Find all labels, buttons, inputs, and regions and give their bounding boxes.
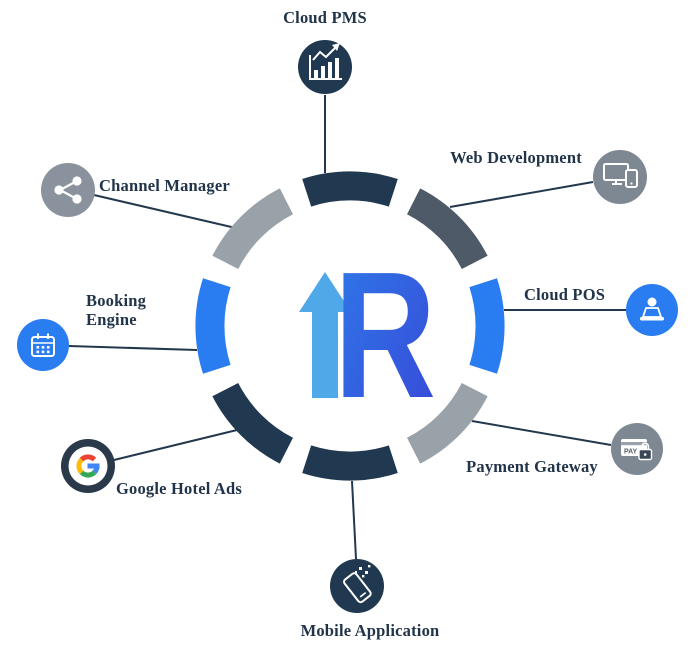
node-cloud-pos: [626, 284, 678, 336]
ring-segment-top-right: [406, 188, 488, 270]
label-cloud-pms: Cloud PMS: [283, 8, 367, 27]
logo-letter: R: [334, 235, 436, 436]
node-google-hotel-ads: [61, 439, 115, 493]
bar-chart-icon: [309, 43, 342, 80]
node-mobile-application: [330, 559, 384, 613]
connector-web-development: [449, 181, 594, 208]
connector-channel-manager: [93, 194, 241, 230]
booking-engine-circle: [17, 319, 69, 371]
ring-segment-bottom: [302, 445, 398, 481]
connector-booking-engine: [68, 345, 198, 351]
center-logo: R: [261, 235, 439, 436]
label-cloud-pos: Cloud POS: [524, 285, 606, 304]
share-icon: [54, 176, 82, 204]
label-google-hotel-ads: Google Hotel Ads: [116, 479, 243, 498]
node-web-development: [593, 150, 647, 204]
payment-card-icon: PAY: [621, 439, 653, 461]
web-development-circle: [593, 150, 647, 204]
mobile-phone-icon: [343, 565, 372, 604]
ring-segment-top: [302, 171, 398, 207]
ring-segment-bottom-right: [406, 382, 488, 464]
ring-segment-right: [469, 278, 505, 374]
node-booking-engine: [17, 319, 69, 371]
devices-icon: [603, 163, 638, 188]
label-mobile-application: Mobile Application: [300, 621, 440, 640]
label-channel-manager: Channel Manager: [99, 176, 230, 195]
label-booking-engine: Booking Engine: [86, 291, 147, 329]
ring-segment-left: [195, 278, 231, 374]
node-payment-gateway: PAY: [611, 423, 663, 475]
node-cloud-pms: [298, 40, 352, 94]
center-circle: [261, 238, 439, 416]
ring: [195, 171, 505, 481]
connector-lines: [68, 95, 626, 560]
node-channel-manager: [41, 163, 95, 217]
calendar-icon: [31, 333, 55, 357]
logo-up-arrow-icon: [299, 272, 351, 398]
connector-payment-gateway: [471, 420, 612, 446]
ring-segment-bottom-left: [212, 382, 294, 464]
label-payment-gateway: Payment Gateway: [466, 457, 598, 476]
pos-agent-icon: [640, 297, 664, 321]
connector-mobile-application: [351, 480, 357, 560]
channel-manager-circle: [41, 163, 95, 217]
google-g-icon: [76, 454, 100, 478]
ring-segment-top-left: [212, 188, 294, 270]
connector-google-hotel-ads: [113, 429, 238, 461]
label-web-development: Web Development: [450, 148, 582, 167]
pay-text: PAY: [624, 449, 638, 456]
